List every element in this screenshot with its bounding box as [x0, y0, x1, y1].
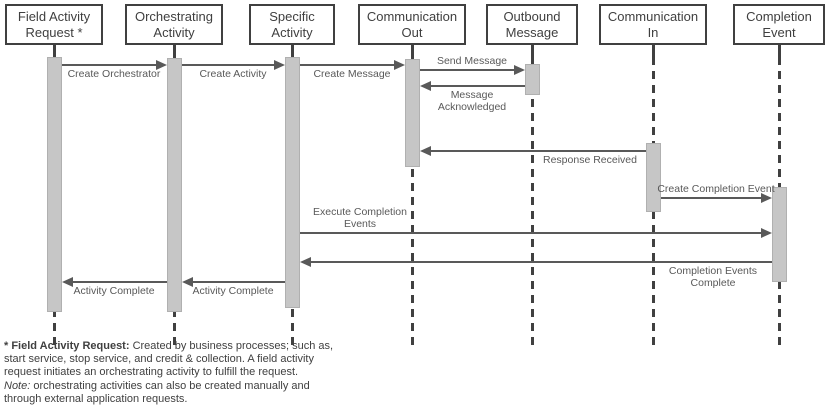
footnote-line: through external application requests. [4, 393, 444, 406]
message-line-3 [419, 69, 516, 71]
activation-bar-field-activity-request [46, 57, 62, 312]
footnote-segment: Created by business processes; such as, [132, 340, 334, 352]
lifeline-stub-orchestrating-activity [172, 45, 176, 57]
message-line-2 [299, 64, 396, 66]
arrowhead-icon-8 [299, 257, 311, 267]
message-line-4 [428, 85, 525, 87]
arrowhead-icon-2 [393, 60, 405, 70]
lifeline-stub-field-activity-request [52, 45, 56, 57]
footnote-line: * Field Activity Request: Created by bus… [4, 340, 444, 353]
message-label-0: Create Orchestrator [67, 68, 161, 80]
footnote-segment: Note: [4, 379, 34, 392]
arrowhead-icon-3 [513, 65, 525, 75]
actor-box-field-activity-request: Field Activity Request * [5, 4, 103, 45]
arrowhead-icon-10 [61, 277, 73, 287]
footnote-segment: orchestrating activities can also be cre… [33, 379, 310, 392]
arrowhead-icon-5 [419, 146, 431, 156]
footnote-segment: request initiates an orchestrating activ… [4, 366, 299, 379]
arrowhead-icon-7 [760, 228, 772, 238]
message-line-0 [61, 64, 158, 66]
footnote-line: request initiates an orchestrating activ… [4, 366, 444, 379]
activation-bar-outbound-message [524, 64, 540, 95]
message-label-9: Activity Complete [192, 285, 274, 297]
message-label-1: Create Activity [199, 68, 267, 80]
message-line-5 [428, 150, 646, 152]
message-label-3: Send Message [436, 54, 508, 67]
footnote: * Field Activity Request: Created by bus… [4, 340, 444, 406]
footnote-segment: through external application requests. [4, 392, 188, 405]
activation-bar-orchestrating-activity [166, 58, 182, 312]
lifeline-stub-communication-in [651, 45, 655, 57]
actor-box-specific-activity: Specific Activity [249, 4, 335, 45]
actor-box-orchestrating-activity: Orchestrating Activity [125, 4, 223, 45]
lifeline-stub-completion-event [777, 45, 781, 57]
arrowhead-icon-4 [419, 81, 431, 91]
footnote-segment: * Field Activity Request: [4, 340, 133, 352]
message-line-7 [299, 232, 763, 234]
actor-box-completion-event: Completion Event [733, 4, 825, 45]
lifeline-stub-specific-activity [290, 45, 294, 57]
arrowhead-icon-0 [155, 60, 167, 70]
message-line-8 [308, 261, 772, 263]
message-label-2: Create Message [313, 68, 391, 80]
activation-bar-completion-event [771, 187, 787, 282]
message-label-10: Activity Complete [73, 285, 155, 297]
message-line-1 [181, 64, 276, 66]
activation-bar-communication-in [645, 143, 661, 212]
arrowhead-icon-9 [181, 277, 193, 287]
message-label-6: Create Completion Event [657, 182, 775, 195]
lifeline-stub-outbound-message [530, 45, 534, 57]
arrowhead-icon-1 [273, 60, 285, 70]
footnote-line: Note: orchestrating activities can also … [4, 380, 444, 393]
lifeline-stub-communication-out [410, 45, 414, 57]
lifeline-communication-out [410, 57, 414, 346]
message-label-5: Response Received [543, 154, 637, 166]
arrowhead-icon-6 [760, 193, 772, 203]
message-label-4: Message Acknowledged [437, 89, 507, 113]
actor-box-outbound-message: Outbound Message [486, 4, 578, 45]
actor-box-communication-out: Communication Out [358, 4, 466, 45]
message-line-9 [190, 281, 285, 283]
footnote-segment: start service, stop service, and credit … [4, 353, 314, 366]
message-label-8: Completion Events Complete [668, 265, 758, 289]
activation-bar-specific-activity [284, 57, 300, 308]
message-label-7: Execute Completion Events [313, 206, 407, 230]
footnote-line: start service, stop service, and credit … [4, 353, 444, 366]
actor-box-communication-in: Communication In [599, 4, 707, 45]
activation-bar-communication-out [404, 59, 420, 167]
message-line-6 [660, 197, 763, 199]
message-line-10 [70, 281, 167, 283]
lifeline-outbound-message [530, 57, 534, 346]
